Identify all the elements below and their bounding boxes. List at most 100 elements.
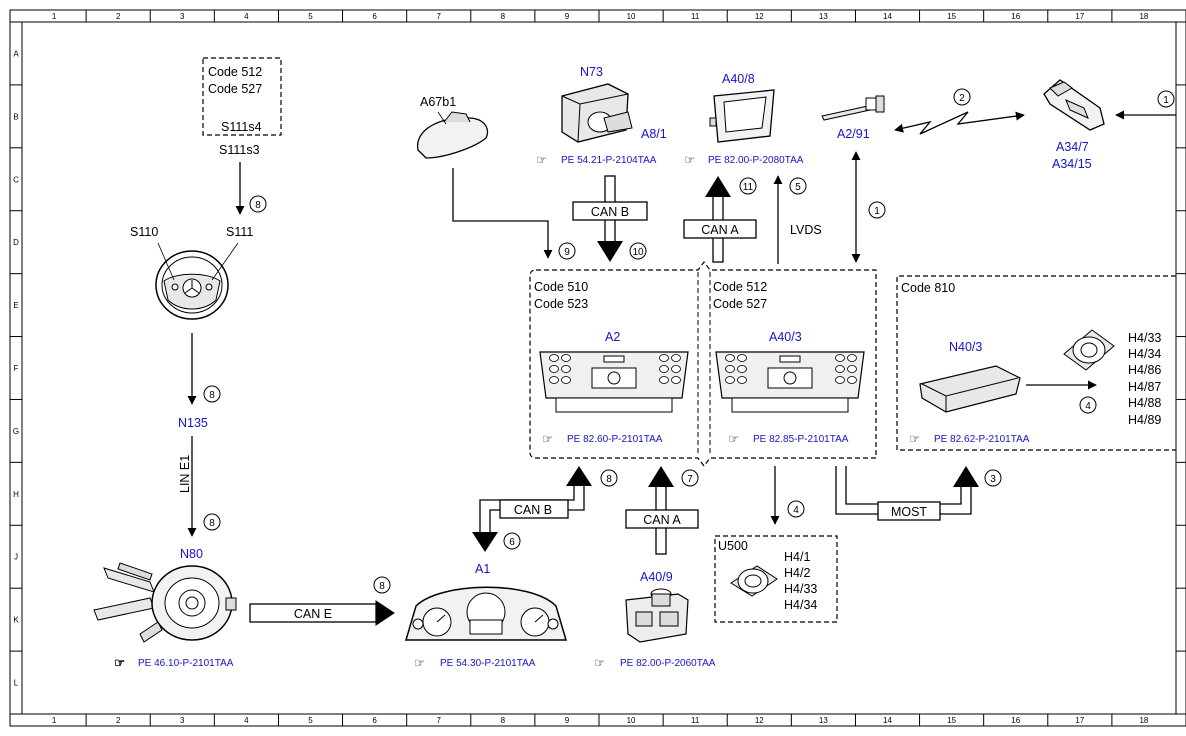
s111s4-code-box <box>202 57 282 136</box>
signal-11: 11 <box>743 182 754 193</box>
a40-3-button-grid <box>725 354 857 384</box>
a40-3-reference[interactable]: PE 82.85-P-2101TAA <box>753 434 849 445</box>
grid-column-label: 2 <box>116 12 121 21</box>
signal-9: 9 <box>564 247 570 258</box>
s111s4-code-1: Code 512 <box>208 65 262 79</box>
signal-badge <box>787 500 805 518</box>
grid-column-label: 15 <box>947 716 956 725</box>
signal-8-can-b: 8 <box>606 474 612 485</box>
s111-label: S111 <box>226 225 253 239</box>
n135-label: N135 <box>178 416 208 430</box>
a40-9-reference[interactable]: PE 82.00-P-2060TAA <box>620 658 716 669</box>
grid-column-label: 6 <box>372 12 377 21</box>
signal-badge <box>789 177 807 195</box>
a34-7-label: A34/7 <box>1056 140 1089 154</box>
grid-column-label: 9 <box>565 12 570 21</box>
middle-code-1: Code 512 <box>713 280 767 294</box>
grid-column-label: 4 <box>244 716 249 725</box>
can-a-bottom-label: CAN A <box>643 513 681 527</box>
n40-speaker-5: H4/88 <box>1128 396 1161 410</box>
a40-8-reference[interactable]: PE 82.00-P-2080TAA <box>708 155 804 166</box>
signal-8-n135: 8 <box>209 390 215 401</box>
grid-column-label: 1 <box>52 716 57 725</box>
grid-column-label: 17 <box>1075 12 1084 21</box>
grid-column-label: 17 <box>1075 716 1084 725</box>
pointer-hand-icon: ☞ <box>594 656 605 670</box>
a40-3-head-unit-icon <box>715 351 865 413</box>
signal-badge <box>503 532 521 550</box>
grid-column-label: 7 <box>436 12 441 21</box>
grid-row-label: L <box>14 679 19 688</box>
a1-reference[interactable]: PE 54.30-P-2101TAA <box>440 658 536 669</box>
grid-row-label: A <box>13 49 19 58</box>
n40-speaker-3: H4/86 <box>1128 363 1161 377</box>
n40-3-reference[interactable]: PE 82.62-P-2101TAA <box>934 434 1030 445</box>
grid-column-label: 5 <box>308 12 313 21</box>
signal-badge <box>868 201 886 219</box>
signal-2: 2 <box>959 93 965 104</box>
middle-code-2: Code 527 <box>713 297 767 311</box>
signal-8-n80: 8 <box>209 518 215 529</box>
grid-column-label: 12 <box>755 12 764 21</box>
u500-label: U500 <box>718 539 748 553</box>
n80-reference[interactable]: PE 46.10-P-2101TAA <box>138 658 234 669</box>
a2-radio-icon <box>539 351 689 413</box>
n40-speaker-6: H4/89 <box>1128 413 1161 427</box>
signal-7: 7 <box>687 474 693 485</box>
s111s4-code-2: Code 527 <box>208 82 262 96</box>
grid-row-label: G <box>13 427 19 436</box>
grid-column-label: 11 <box>691 12 700 21</box>
grid-column-label: 14 <box>883 12 892 21</box>
pointer-hand-icon: ☞ <box>909 432 920 446</box>
pointer-hand-icon: ☞ <box>542 432 553 446</box>
most-bus <box>877 501 941 521</box>
s110-label: S110 <box>130 225 158 239</box>
grid-column-label: 10 <box>627 12 636 21</box>
can-a-bottom-bus <box>625 509 699 529</box>
grid-column-labels: 1122334455667788991010111112121313141415… <box>52 10 1149 726</box>
signal-badge <box>600 469 618 487</box>
n40-speaker-2: H4/34 <box>1128 347 1161 361</box>
antenna-icon <box>821 95 885 121</box>
signal-3: 3 <box>990 474 996 485</box>
s111s3-label: S111s3 <box>219 143 260 157</box>
grid-column-label: 13 <box>819 12 828 21</box>
a34-15-label: A34/15 <box>1052 157 1092 171</box>
signal-8-s111s3: 8 <box>255 200 261 211</box>
signal-badge <box>984 469 1002 487</box>
grid-row-label: K <box>13 616 19 625</box>
amplifier-icon <box>919 365 1021 413</box>
grid-column-label: 3 <box>180 12 185 21</box>
ignition-switch-icon <box>561 83 633 143</box>
grid-column-label: 18 <box>1139 12 1148 21</box>
a40-3-label: A40/3 <box>769 330 802 344</box>
grid-column-label: 8 <box>501 716 506 725</box>
a8-1-label: A8/1 <box>641 127 667 141</box>
grid-row-label: B <box>13 112 18 121</box>
can-a-top-label: CAN A <box>701 223 739 237</box>
grid-column-label: 4 <box>244 12 249 21</box>
grid-column-label: 12 <box>755 716 764 725</box>
grid-column-label: 9 <box>565 716 570 725</box>
signal-5: 5 <box>795 182 801 193</box>
signal-badge <box>373 576 391 594</box>
a40-9-controller-icon <box>625 588 689 643</box>
grid-column-label: 6 <box>372 716 377 725</box>
can-b-bottom-bus <box>499 499 569 519</box>
instrument-cluster-icon <box>404 586 568 641</box>
speaker-icon <box>730 565 778 597</box>
a67b1-label: A67b1 <box>420 95 456 109</box>
a2-reference[interactable]: PE 82.60-P-2101TAA <box>567 434 663 445</box>
can-b-bottom-label: CAN B <box>514 503 552 517</box>
grid-row-label: J <box>14 553 18 562</box>
signal-4-speakers: 4 <box>1085 401 1091 412</box>
grid-column-label: 10 <box>627 716 636 725</box>
u500-speaker-3: H4/33 <box>784 582 817 596</box>
n40-3-label: N40/3 <box>949 340 982 354</box>
n73-reference[interactable]: PE 54.21-P-2104TAA <box>561 155 657 166</box>
pointer-hand-icon: ☞ <box>536 153 547 167</box>
signal-1-a2-91: 1 <box>874 206 880 217</box>
grid-column-label: 1 <box>52 12 57 21</box>
pointer-hand-icon: ☞ <box>414 656 425 670</box>
